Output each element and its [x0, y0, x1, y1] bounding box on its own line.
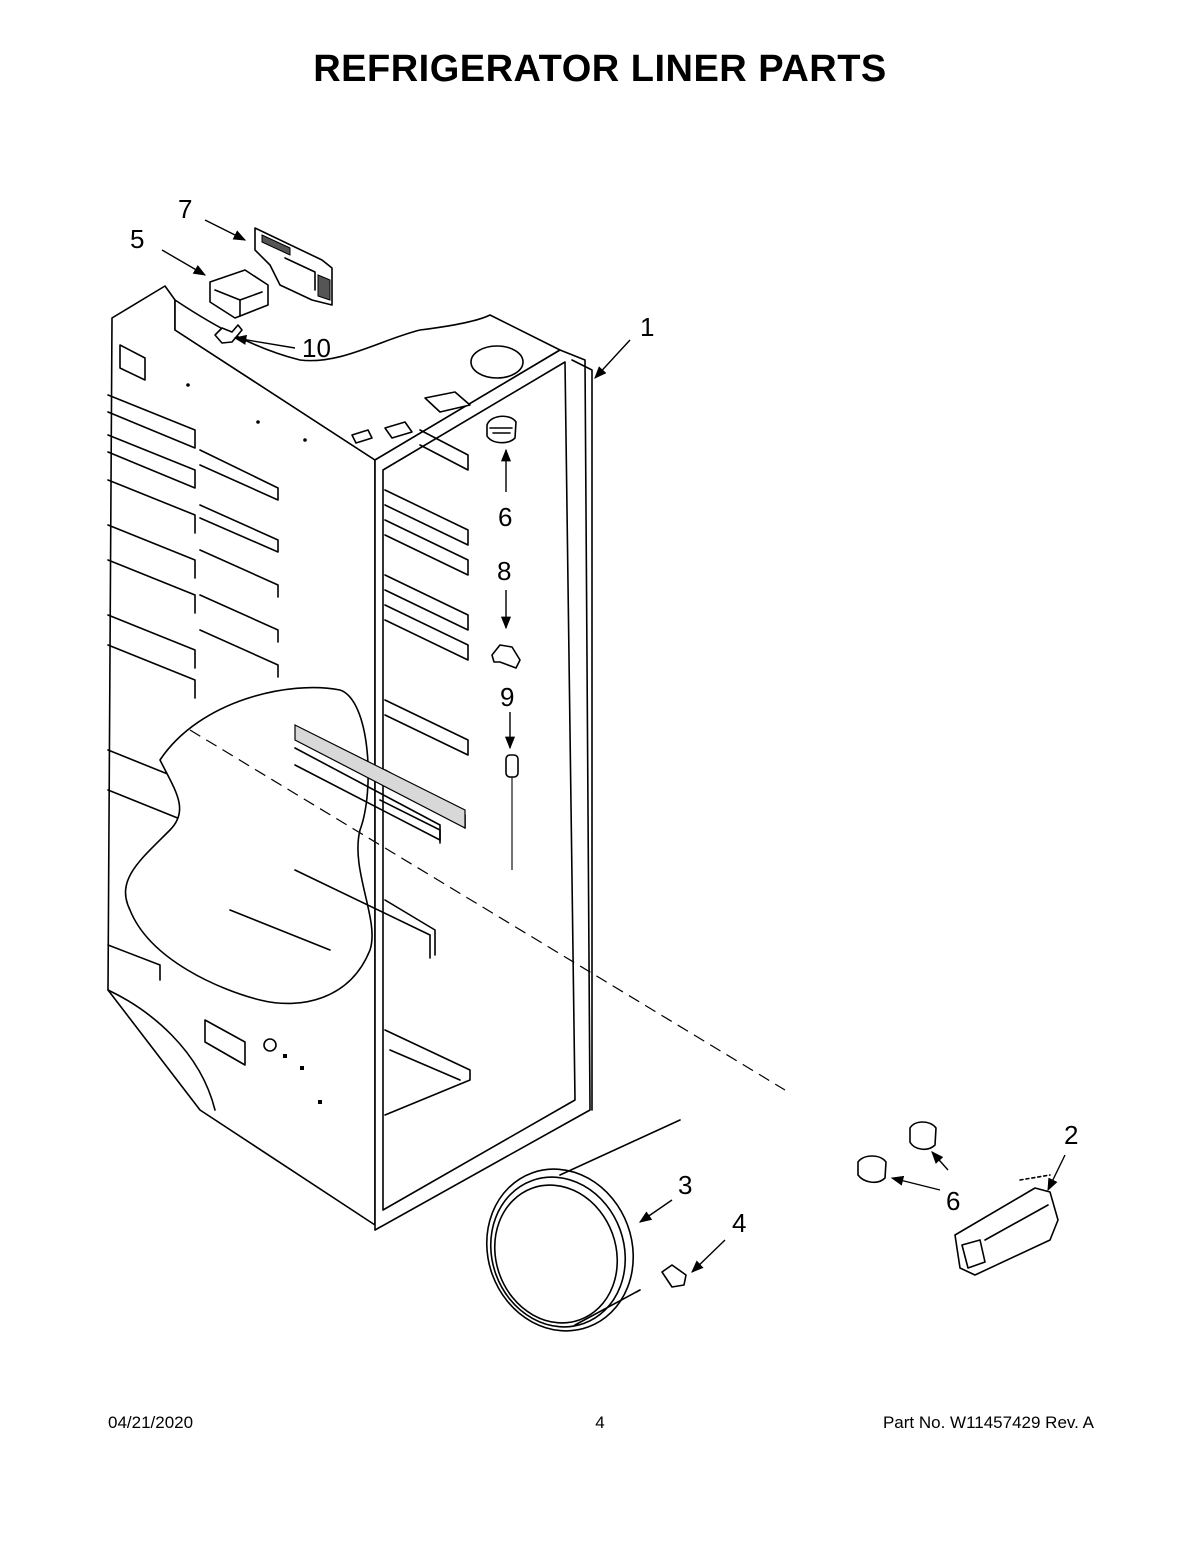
callout-6-right: 6 — [946, 1186, 960, 1216]
callout-8: 8 — [497, 556, 511, 586]
part-4-screw — [661, 1264, 687, 1288]
refrigerator-liner — [107, 285, 593, 1231]
part-8-bracket — [491, 644, 521, 669]
callout-7: 7 — [178, 194, 192, 224]
part-6-clips-right — [857, 1121, 937, 1184]
footer-page-number: 4 — [595, 1413, 605, 1432]
part-9-thermistor — [505, 754, 519, 870]
page-title: REFRIGERATOR LINER PARTS — [313, 48, 887, 90]
part-10-screw — [214, 324, 243, 344]
part-2-light-housing — [954, 1174, 1059, 1276]
callout-5: 5 — [130, 224, 144, 254]
part-7-housing — [254, 227, 333, 306]
callout-2: 2 — [1064, 1120, 1078, 1150]
part-6-clip-top — [486, 415, 517, 444]
assembly-dash-line — [189, 729, 786, 1091]
part-3-tubing — [485, 1119, 681, 1332]
callout-9: 9 — [500, 682, 514, 712]
part-5-control — [209, 269, 269, 319]
callout-4: 4 — [732, 1208, 746, 1238]
leader-arrows — [161, 219, 1066, 1273]
callout-10: 10 — [302, 333, 331, 363]
callout-1: 1 — [640, 312, 654, 342]
footer-date: 04/21/2020 — [108, 1413, 194, 1432]
callout-6-top: 6 — [498, 502, 512, 532]
callout-3: 3 — [678, 1170, 692, 1200]
footer-part-number: Part No. W11457429 Rev. A — [882, 1413, 1094, 1432]
side-wall-ribs — [107, 394, 279, 1066]
